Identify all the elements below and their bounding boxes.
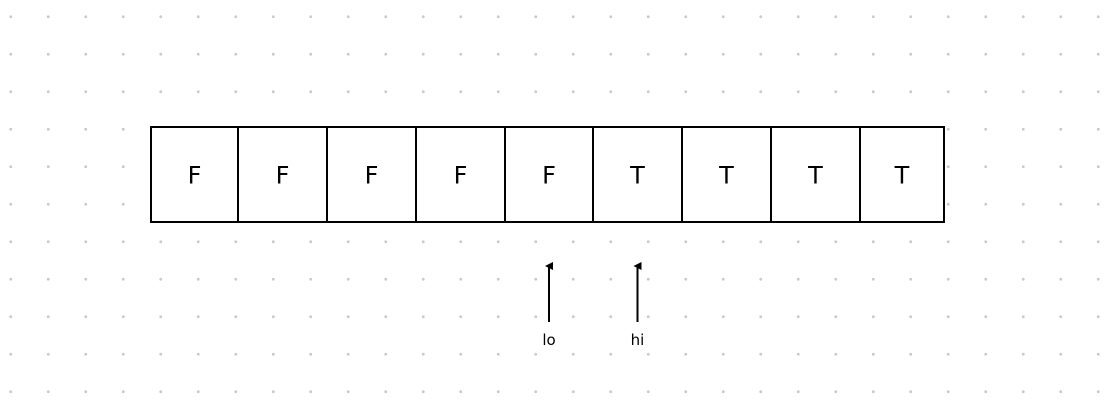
- array-cell-value: T: [894, 162, 910, 190]
- array-cell-box: [859, 126, 945, 223]
- pointer-label: lo: [542, 331, 555, 349]
- array-cell-value: F: [365, 162, 379, 190]
- array-cell-value: F: [454, 162, 468, 190]
- array-cell: F: [150, 126, 239, 223]
- pointer-markers: lo hi: [542, 262, 645, 349]
- array-cell-box: [504, 126, 594, 223]
- array-cell-box: [770, 126, 861, 223]
- array-cell: T: [859, 126, 945, 223]
- array-cell-value: F: [276, 162, 290, 190]
- pointer-hi: hi: [631, 262, 645, 349]
- array-cell: F: [504, 126, 594, 223]
- array-cell-box: [237, 126, 328, 223]
- array-cell-box: [681, 126, 772, 223]
- array-cell-box: [326, 126, 417, 223]
- array-cell: T: [770, 126, 861, 223]
- array-cell-value: F: [188, 162, 202, 190]
- array-cell-box: [592, 126, 683, 223]
- array-cell-box: [150, 126, 239, 223]
- array-cell: F: [326, 126, 417, 223]
- array-cell: F: [415, 126, 506, 223]
- array-cell-value: T: [807, 162, 823, 190]
- array-cell-value: T: [629, 162, 645, 190]
- array-cell: F: [237, 126, 328, 223]
- array-cell: T: [681, 126, 772, 223]
- array-cell: T: [592, 126, 683, 223]
- array-cell-value: T: [718, 162, 734, 190]
- pointer-label: hi: [631, 331, 645, 349]
- pointer-lo: lo: [542, 262, 556, 349]
- array-cell-value: F: [542, 162, 556, 190]
